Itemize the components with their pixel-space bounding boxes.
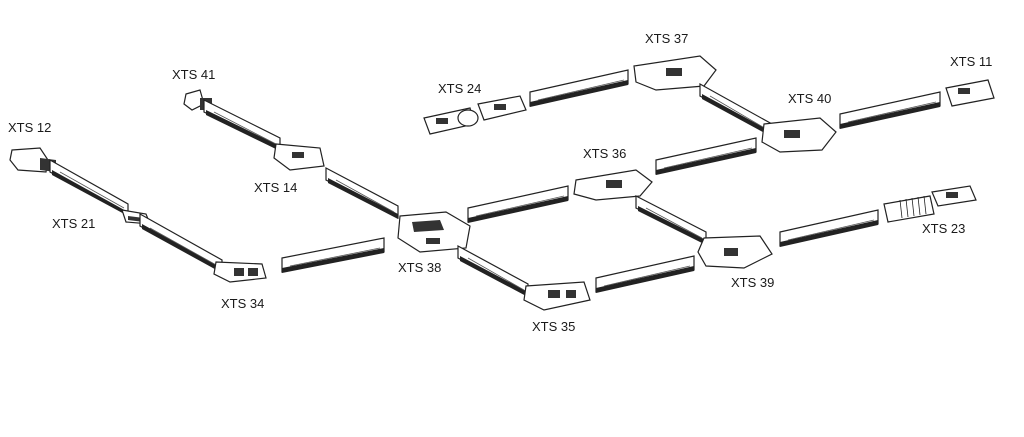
end-cap-xts41 xyxy=(183,89,212,111)
track-segment-39-23 xyxy=(779,209,879,247)
connector-xts34 xyxy=(213,261,267,283)
flexible-connector-xts23 xyxy=(883,185,977,223)
track-segment-35-39 xyxy=(595,255,695,293)
track-segment-left-upper xyxy=(49,158,129,216)
label-xts12: XTS 12 xyxy=(8,120,52,135)
track-segment-37-40 xyxy=(699,82,773,138)
cross-connector-xts38 xyxy=(397,211,471,253)
label-xts37: XTS 37 xyxy=(645,31,689,46)
t-connector-xts37 xyxy=(633,55,717,91)
track-segment-38-35 xyxy=(457,244,529,298)
connector-xts24 xyxy=(423,95,527,135)
track-segment-36-40 xyxy=(655,137,757,175)
track-segment-38-36 xyxy=(467,185,569,223)
label-xts23: XTS 23 xyxy=(922,221,966,236)
track-segment-left-lower xyxy=(139,212,223,274)
corner-connector-xts35 xyxy=(523,281,591,311)
label-xts21: XTS 21 xyxy=(52,216,96,231)
label-xts14: XTS 14 xyxy=(254,180,298,195)
end-cap-xts11 xyxy=(945,79,995,107)
connector-xts14 xyxy=(273,143,325,171)
label-xts35: XTS 35 xyxy=(532,319,576,334)
track-segment-40-11 xyxy=(839,91,941,129)
track-segment-41-upper xyxy=(203,99,281,151)
track-segment-24-37 xyxy=(529,69,629,107)
label-xts34: XTS 34 xyxy=(221,296,265,311)
label-xts40: XTS 40 xyxy=(788,91,832,106)
cross-connector-xts40 xyxy=(761,117,837,153)
label-xts39: XTS 39 xyxy=(731,275,775,290)
end-cap-xts12 xyxy=(9,147,56,173)
track-segment-34-38 xyxy=(281,237,385,273)
label-xts36: XTS 36 xyxy=(583,146,627,161)
t-connector-xts36 xyxy=(573,169,653,201)
label-xts41: XTS 41 xyxy=(172,67,216,82)
flex-ribs xyxy=(899,195,927,219)
track-segment-41-lower xyxy=(325,167,399,219)
t-connector-xts39 xyxy=(697,235,773,269)
track-segment-36-39 xyxy=(635,195,707,245)
label-xts38: XTS 38 xyxy=(398,260,442,275)
label-xts11: XTS 11 xyxy=(950,54,993,69)
label-xts24: XTS 24 xyxy=(438,81,482,96)
